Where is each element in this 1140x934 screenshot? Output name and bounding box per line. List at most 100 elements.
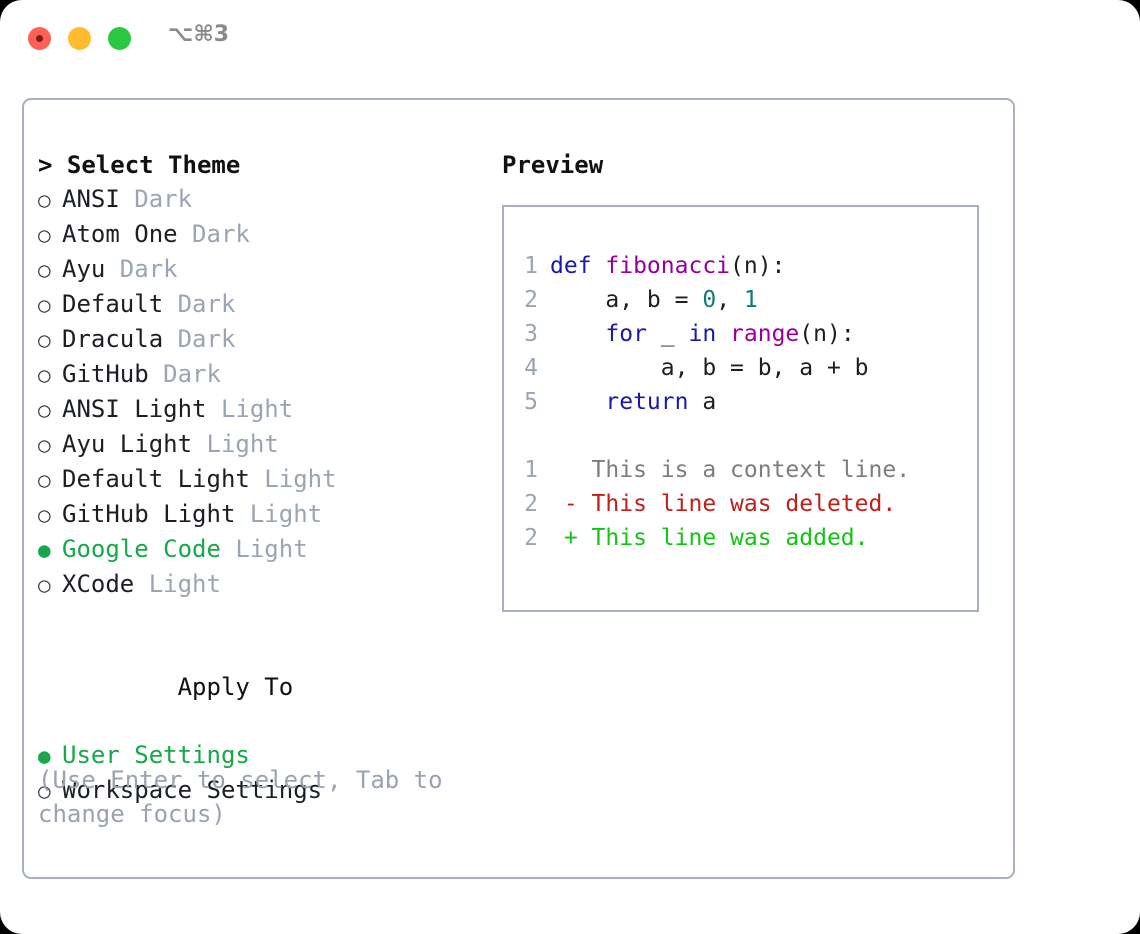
theme-option-variant: Dark	[148, 360, 221, 388]
diff-line-text: This line was deleted.	[577, 491, 897, 517]
diff-marker: -	[550, 491, 578, 517]
radio-selected-icon: ●	[38, 538, 51, 562]
theme-option-variant: Light	[220, 535, 308, 563]
code-token: a, b =	[550, 287, 703, 313]
diff-marker	[550, 453, 578, 487]
apply-to-list[interactable]: ● User Settings ○Workspace Settings	[38, 738, 478, 808]
theme-option-ayu[interactable]: ○Ayu Dark	[38, 252, 478, 287]
theme-option-dracula[interactable]: ○ Dracula Dark	[38, 322, 478, 357]
code-token: (n):	[730, 253, 786, 279]
window-titlebar: ⌥⌘3	[0, 0, 1140, 78]
maximize-window-button[interactable]	[108, 27, 131, 50]
radio-unselected-icon: ○	[38, 223, 51, 247]
apply-to-option-label: User Settings	[62, 741, 250, 769]
theme-option-variant: Dark	[177, 220, 250, 248]
close-window-button[interactable]	[28, 27, 51, 50]
radio-unselected-icon: ○	[38, 503, 51, 527]
radio-unselected-icon: ○	[38, 573, 51, 597]
code-token: 0	[702, 287, 717, 313]
theme-option-label: Google Code	[62, 535, 221, 563]
window-shortcut-label: ⌥⌘3	[168, 22, 230, 47]
theme-option-ansi[interactable]: ○ANSI Dark	[38, 182, 478, 217]
theme-option-variant: Dark	[105, 255, 178, 283]
theme-option-ayu-light[interactable]: ○Ayu Light Light	[38, 427, 478, 462]
code-token: ,	[716, 287, 744, 313]
theme-option-label: Default Light	[62, 465, 250, 493]
theme-list-column: > Select Theme ○ANSI Dark○Atom One Dark○…	[38, 148, 478, 808]
radio-unselected-icon: ○	[38, 468, 51, 492]
line-number: 2	[524, 525, 538, 551]
diff-line-context: 1 This is a context line.	[504, 453, 977, 487]
code-line: 2 a, b = 0, 1	[504, 283, 977, 317]
theme-option-variant: Light	[134, 570, 221, 598]
radio-unselected-icon: ○	[38, 258, 51, 282]
theme-option-label: Atom One	[62, 220, 178, 248]
theme-option-variant: Dark	[163, 290, 236, 318]
code-token	[550, 321, 605, 347]
theme-option-atom-one[interactable]: ○ Atom One Dark	[38, 217, 478, 252]
diff-line-text: This line was added.	[577, 525, 869, 551]
code-line-content: return a	[550, 385, 716, 419]
theme-option-github[interactable]: ○ GitHub Dark	[38, 357, 478, 392]
code-token: 1	[743, 287, 758, 313]
code-line-content: a, b = 0, 1	[550, 283, 758, 317]
line-number: 2	[524, 491, 538, 517]
radio-unselected-icon: ○	[38, 328, 51, 352]
theme-option-label: Ayu Light	[62, 430, 193, 458]
theme-option-variant: Dark	[163, 325, 236, 353]
apply-to-option-workspace-settings[interactable]: ○Workspace Settings	[38, 773, 478, 808]
diff-sample: 1 This is a context line. 2 - This line w…	[504, 453, 977, 555]
radio-unselected-icon: ○	[38, 779, 51, 803]
code-token: fibonacci	[605, 253, 731, 279]
apply-to-option-user-settings[interactable]: ● User Settings	[38, 738, 478, 773]
minimize-window-button[interactable]	[68, 27, 91, 50]
theme-option-variant: Light	[249, 465, 337, 493]
list-spacer	[38, 602, 478, 636]
diff-marker: +	[550, 525, 578, 551]
radio-selected-icon: ●	[38, 744, 51, 768]
code-line: 1 def fibonacci(n):	[504, 249, 977, 283]
code-token: def	[550, 253, 606, 279]
theme-option-default[interactable]: ○Default Dark	[38, 287, 478, 322]
theme-option-label: GitHub	[62, 360, 149, 388]
code-token: a, b = b, a + b	[550, 355, 869, 381]
radio-unselected-icon: ○	[38, 363, 51, 387]
theme-option-variant: Dark	[119, 185, 193, 213]
code-token: a	[688, 389, 717, 415]
theme-option-label: Dracula	[62, 325, 164, 353]
code-token: _	[646, 321, 689, 347]
radio-unselected-icon: ○	[38, 293, 51, 317]
theme-option-label: XCode	[62, 570, 135, 598]
line-number: 5	[524, 389, 538, 415]
code-line: 4 a, b = b, a + b	[504, 351, 977, 385]
radio-unselected-icon: ○	[38, 188, 51, 212]
apply-to-header-label: Apply To	[177, 673, 294, 701]
theme-option-label: GitHub Light	[62, 500, 236, 528]
theme-option-google-code[interactable]: ● Google Code Light	[38, 532, 478, 567]
theme-option-ansi-light[interactable]: ○ANSI Light Light	[38, 392, 478, 427]
code-token: return	[605, 389, 689, 415]
theme-list[interactable]: ○ANSI Dark○Atom One Dark○Ayu Dark○Defaul…	[38, 182, 478, 602]
apply-to-header: Apply To	[38, 636, 478, 738]
theme-option-variant: Light	[206, 395, 294, 423]
code-line: 3 for _ in range(n):	[504, 317, 977, 351]
code-line-content: for _ in range(n):	[550, 317, 855, 351]
theme-option-variant: Light	[192, 430, 279, 458]
preview-title: Preview	[502, 151, 604, 179]
theme-option-xcode[interactable]: ○ XCode Light	[38, 567, 478, 602]
theme-selector-panel: > Select Theme ○ANSI Dark○Atom One Dark○…	[22, 98, 1015, 879]
code-token: range	[730, 321, 800, 347]
line-number: 4	[524, 355, 538, 381]
code-token: (n):	[799, 321, 855, 347]
code-token: in	[688, 321, 717, 347]
diff-line-text: This is a context line.	[577, 457, 911, 483]
select-theme-header: > Select Theme	[38, 151, 241, 179]
code-token	[716, 321, 730, 347]
theme-option-default-light[interactable]: ○ Default Light Light	[38, 462, 478, 497]
line-number: 1	[524, 253, 538, 279]
theme-option-github-light[interactable]: ○GitHub Light Light	[38, 497, 478, 532]
